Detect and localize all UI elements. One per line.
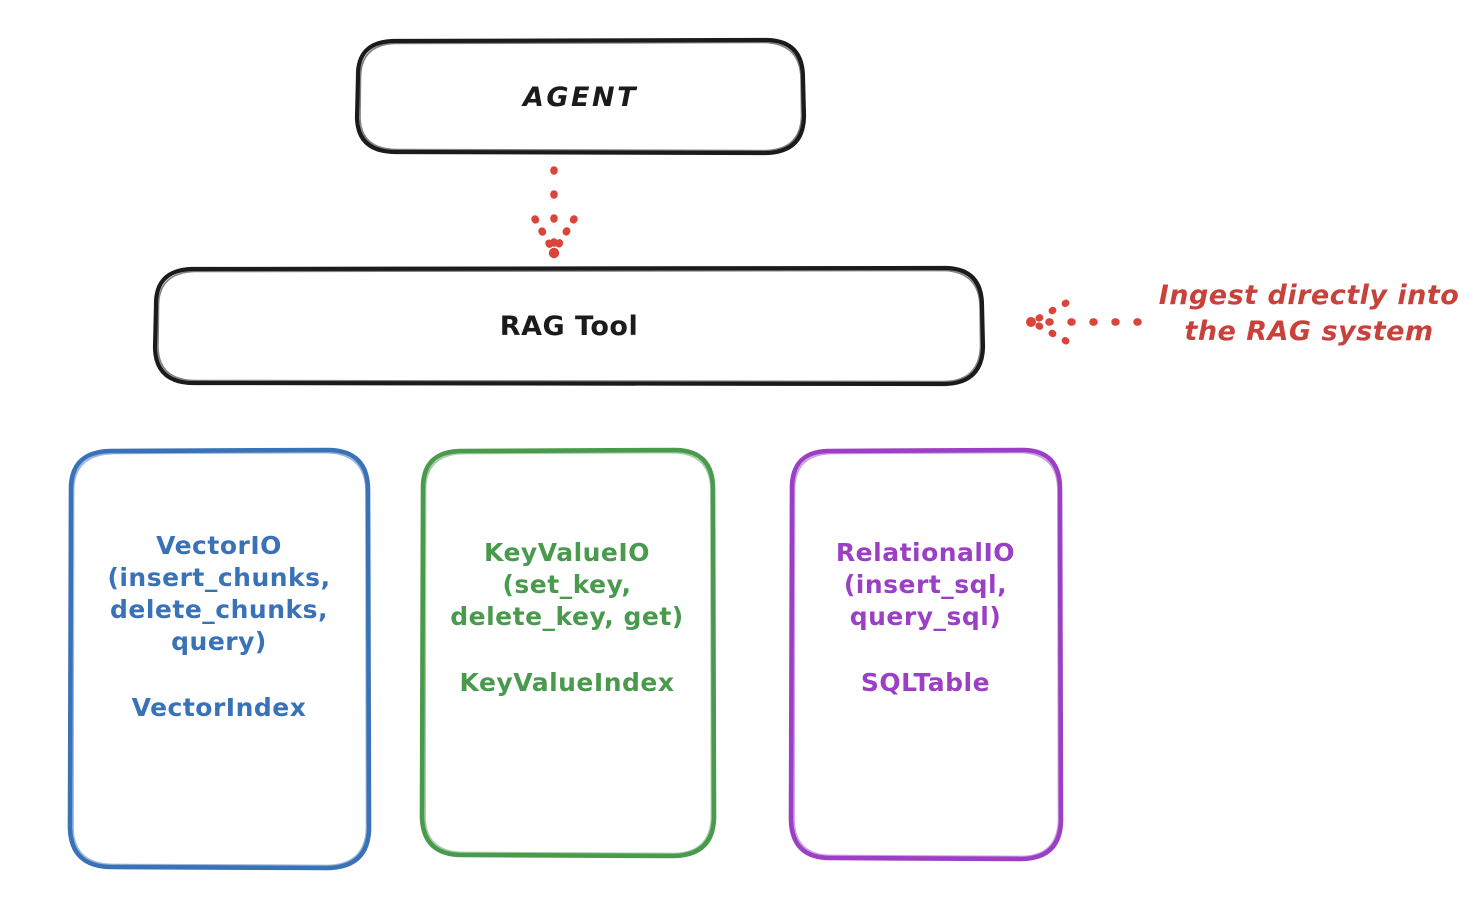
node-key-value-io[interactable]	[419, 447, 717, 859]
rag-tool-box-outline	[152, 265, 986, 387]
connector-ingest-arrowhead-top	[1028, 299, 1070, 326]
key-value-io-box-outline-sketch	[424, 451, 713, 855]
node-rag-tool[interactable]	[152, 265, 986, 387]
node-vector-io[interactable]	[67, 447, 372, 871]
node-relational-io[interactable]	[788, 447, 1064, 862]
connector-agent-to-rag-tool	[531, 166, 578, 259]
connector-agent-arrowhead-left	[531, 215, 558, 256]
vector-io-box-outline-sketch	[72, 451, 368, 867]
vector-io-box-outline	[67, 447, 372, 871]
connector-agent-arrowhead-right	[550, 215, 578, 256]
rag-tool-box-outline-sketch	[157, 269, 982, 383]
connector-ingest-arrowhead-bottom	[1028, 318, 1070, 345]
connector-ingest-arrow-tip	[1026, 317, 1036, 327]
connector-ingest-arrow	[1026, 299, 1142, 345]
agent-box-outline-sketch	[359, 41, 803, 152]
relational-io-box-outline-sketch	[793, 451, 1060, 858]
relational-io-box-outline	[788, 447, 1064, 862]
key-value-io-box-outline	[419, 447, 717, 859]
connector-agent-arrow-tip	[548, 247, 560, 259]
agent-box-outline	[354, 37, 807, 156]
node-agent[interactable]	[354, 37, 807, 156]
